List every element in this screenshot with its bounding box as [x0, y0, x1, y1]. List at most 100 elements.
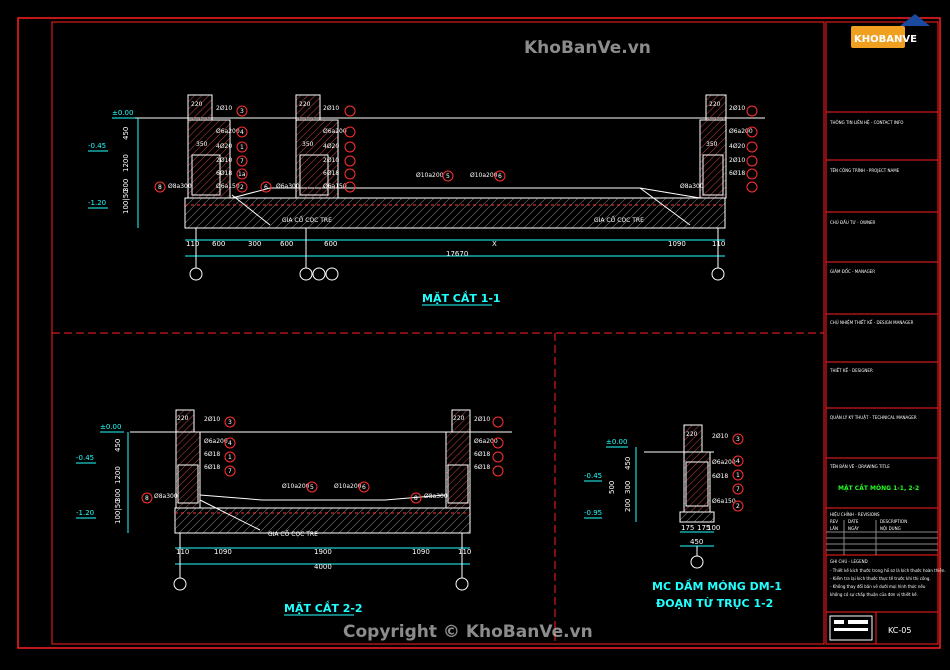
elev-bot: -1.20: [88, 199, 106, 207]
detail-title-line1: MC DẦM MÓNG DM-1: [652, 579, 782, 593]
callout-bubble: 1a: [238, 171, 246, 178]
tb-rev-cell: LẦN: [830, 526, 838, 531]
tb-rev-header: HIỆU CHỈNH - REVISIONS: [830, 512, 880, 517]
rebar-label: 6Ø18: [216, 170, 232, 177]
vdim-1: 500: [608, 481, 616, 494]
tb-contact: THÔNG TIN LIÊN HỆ - CONTACT INFO: [829, 120, 903, 125]
tb-design-manager: CHỦ NHIỆM THIẾT KẾ - DESIGN MANAGER: [830, 319, 914, 325]
callout-bubble: 1: [228, 454, 232, 461]
col-top-left: 220: [191, 101, 203, 108]
rebar-label: 6Ø18: [474, 451, 490, 458]
tb-logo-box: [829, 615, 873, 641]
rebar-label: 2Ø10: [216, 157, 232, 164]
rebar-label: 2Ø10: [204, 416, 220, 423]
footing-base: [184, 197, 726, 229]
callout-bubble: 5: [446, 173, 450, 180]
callout-bubble: 8: [145, 495, 149, 502]
callout-bubble: 1: [736, 472, 740, 479]
hdim: 600: [212, 240, 225, 248]
hdim: 100: [707, 524, 720, 532]
tb-note: không có sự chấp thuận của đơn vị thiết …: [830, 592, 918, 597]
rebar-label: Ø6a200: [712, 459, 736, 466]
section-1-1: ±0.00 -0.45 -1.20 450 1200 300 100|50 22…: [88, 94, 765, 306]
callout-bubble: 4: [240, 129, 244, 136]
callout-bubble: 6: [264, 184, 268, 191]
tb-rev-cell: NỘI DUNG: [880, 526, 901, 531]
tb-rev-col: REV: [830, 519, 838, 524]
col-mid-left: 350: [196, 141, 208, 148]
hdim: 300: [248, 240, 261, 248]
vdim-0: 450: [624, 457, 632, 470]
callout-bubble: 7: [240, 158, 244, 165]
callout-bubble: 2: [240, 184, 244, 191]
tb-rev-col: DESCRIPTION: [880, 519, 907, 524]
col-mid-right: 350: [706, 141, 718, 148]
rebar-label: 2Ø10: [216, 105, 232, 112]
hdim: 175: [697, 524, 710, 532]
section-title: MẶT CẮT 1-1: [422, 290, 501, 305]
rebar-label: Ø6a200: [323, 128, 347, 135]
rebar-label: Ø10a200: [282, 483, 310, 490]
callout-bubble: 4: [228, 440, 232, 447]
rebar-label: 4Ø20: [729, 143, 745, 150]
callout-bubble: 3: [228, 419, 232, 426]
rebar-label: 6Ø18: [204, 451, 220, 458]
vdim-0: 450: [114, 439, 122, 452]
pile-note: GIA CỐ CỌC TRE: [268, 530, 318, 538]
tb-drawing-title-label: TÊN BẢN VẼ - DRAWING TITLE: [829, 464, 890, 469]
rebar-label: 2Ø10: [323, 105, 339, 112]
callout-bubble: 8: [414, 495, 418, 502]
rebar-label: Ø6a150: [216, 183, 240, 190]
hdim: 110: [458, 548, 471, 556]
callout-bubble: 6: [362, 484, 366, 491]
callout-bubble: 4: [736, 458, 740, 465]
rebar-label: Ø6a300: [276, 183, 300, 190]
watermark-top: KhoBanVe.vn: [524, 38, 651, 58]
vdim-3: 200: [624, 499, 632, 512]
column-left: [187, 94, 231, 199]
col-top-left: 220: [177, 415, 189, 422]
section-title: MẶT CẮT 2-2: [284, 600, 363, 615]
elev-bot: -1.20: [76, 509, 94, 517]
hdim: 1900: [314, 548, 332, 556]
tb-owner: CHỦ ĐẦU TƯ - OWNER: [830, 220, 876, 225]
col-top-right: 220: [453, 415, 465, 422]
tb-manager: GIÁM ĐỐC - MANAGER: [830, 269, 875, 274]
rebar-label: 6Ø18: [323, 170, 339, 177]
rebar-label: 4Ø20: [323, 143, 339, 150]
rebar-label: Ø8a300: [424, 493, 448, 500]
hdim: X: [492, 240, 497, 248]
title-block: THÔNG TIN LIÊN HỆ - CONTACT INFO TÊN CÔN…: [825, 21, 946, 645]
callout-bubble: 7: [736, 486, 740, 493]
vdim-1: 1200: [122, 154, 130, 172]
rebar-label: Ø10a200: [334, 483, 362, 490]
elev-bot: -0.95: [584, 509, 602, 517]
hdim: 1090: [668, 240, 686, 248]
outer-frame: [17, 17, 941, 649]
tb-project: TÊN CÔNG TRÌNH - PROJECT NAME: [829, 168, 900, 173]
rebar-label: Ø6a150: [323, 183, 347, 190]
rebar-label: Ø6a150: [712, 498, 736, 505]
hdim: 110: [186, 240, 199, 248]
hdim: 600: [324, 240, 337, 248]
elev-top: ±0.00: [100, 423, 121, 431]
callout-bubble: 7: [228, 468, 232, 475]
callout-bubble: 2: [736, 503, 740, 510]
rebar-label: Ø6a200: [474, 438, 498, 445]
hdim: 1090: [412, 548, 430, 556]
section-2-2: ±0.00 -0.45 -1.20 450 1200 300 100|50 22…: [76, 409, 512, 616]
callout-bubble: 1: [240, 144, 244, 151]
rebar-label: Ø8a300: [154, 493, 178, 500]
rebar-label: Ø10a200: [416, 172, 444, 179]
rebar-label: 6Ø18: [712, 473, 728, 480]
pile-note: GIA CỐ CỌC TRE: [282, 216, 332, 224]
tb-rev-cell: NGÀY: [848, 526, 860, 531]
callout-bubble: 3: [736, 436, 740, 443]
rebar-label: Ø6a200: [204, 438, 228, 445]
watermark-bottom: Copyright © KhoBanVe.vn: [343, 622, 593, 642]
rebar-label: 2Ø10: [712, 433, 728, 440]
elev-mid: -0.45: [88, 142, 106, 150]
hdim: 110: [712, 240, 725, 248]
